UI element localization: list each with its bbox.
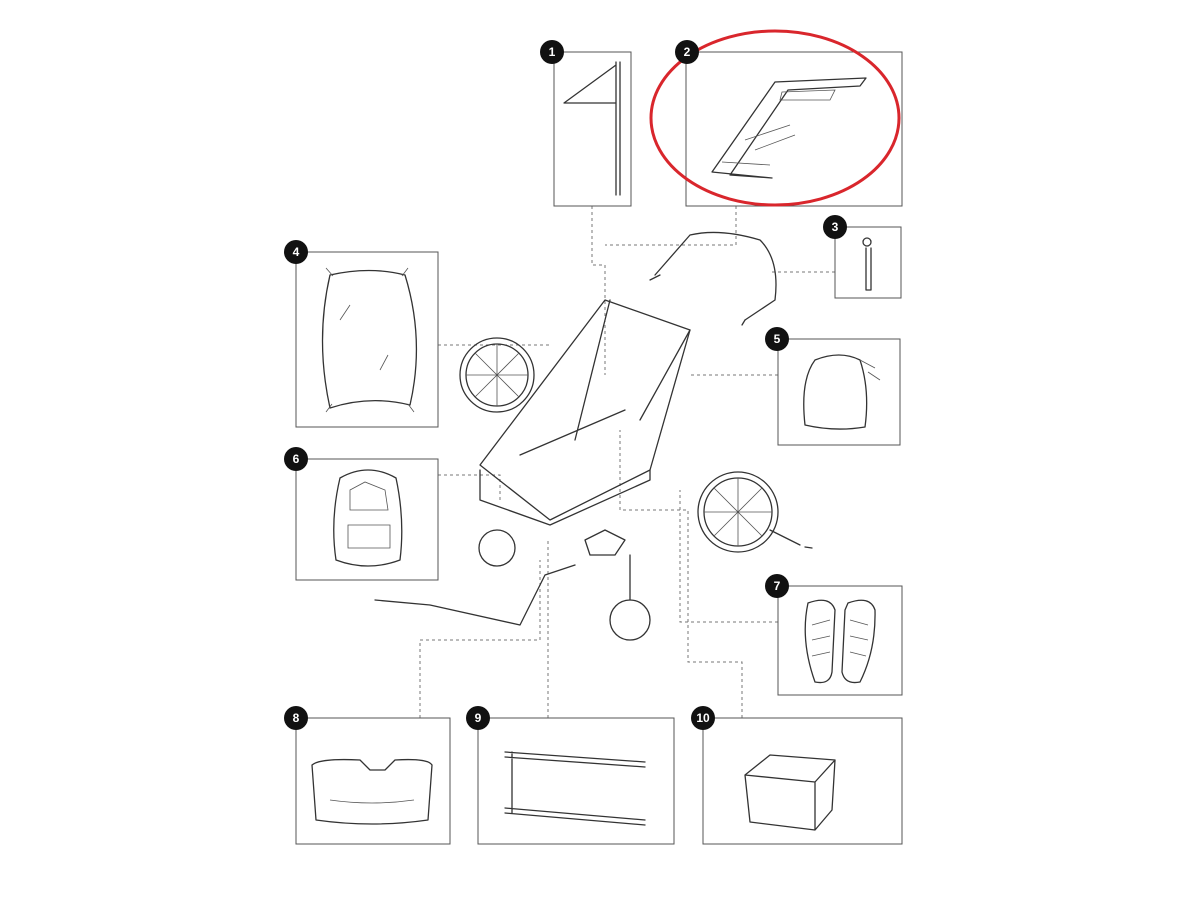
rain-cover-drawing	[711, 77, 867, 179]
svg-text:6: 6	[293, 452, 300, 466]
svg-text:10: 10	[696, 711, 710, 725]
svg-text:8: 8	[293, 711, 300, 725]
svg-text:9: 9	[475, 711, 482, 725]
basket-drawing	[744, 754, 836, 831]
part-number-badge-6: 6	[284, 447, 308, 471]
svg-text:2: 2	[684, 45, 691, 59]
flag-drawing	[563, 61, 621, 196]
seat-pad-drawing	[333, 469, 403, 567]
part-box-1	[553, 51, 632, 207]
part-box-2	[685, 51, 903, 207]
rods-drawing	[504, 751, 646, 826]
part-box-3	[834, 226, 902, 299]
part-box-6	[295, 458, 439, 581]
side-pads-drawing	[804, 599, 876, 684]
part-number-badge-4: 4	[284, 240, 308, 264]
part-number-badge-3: 3	[823, 215, 847, 239]
svg-text:3: 3	[832, 220, 839, 234]
part-number-badge-5: 5	[765, 327, 789, 351]
svg-text:1: 1	[549, 45, 556, 59]
part-number-badge-9: 9	[466, 706, 490, 730]
svg-text:5: 5	[774, 332, 781, 346]
part-box-8	[295, 717, 451, 845]
part-number-badge-1: 1	[540, 40, 564, 64]
storage-bag-drawing	[803, 354, 881, 430]
strap-drawing	[862, 237, 872, 291]
part-box-9	[477, 717, 675, 845]
part-number-badge-10: 10	[691, 706, 715, 730]
mesh-cover-drawing	[321, 267, 418, 413]
part-number-badge-2: 2	[675, 40, 699, 64]
stroller-frame-drawing	[374, 231, 813, 641]
svg-text:4: 4	[293, 245, 300, 259]
footrest-drawing	[311, 758, 433, 825]
part-number-badge-7: 7	[765, 574, 789, 598]
part-box-4	[295, 251, 439, 428]
part-box-7	[777, 585, 903, 696]
highlight-circle-part-2	[649, 29, 901, 207]
part-number-badge-8: 8	[284, 706, 308, 730]
part-box-5	[777, 338, 901, 446]
svg-text:7: 7	[774, 579, 781, 593]
